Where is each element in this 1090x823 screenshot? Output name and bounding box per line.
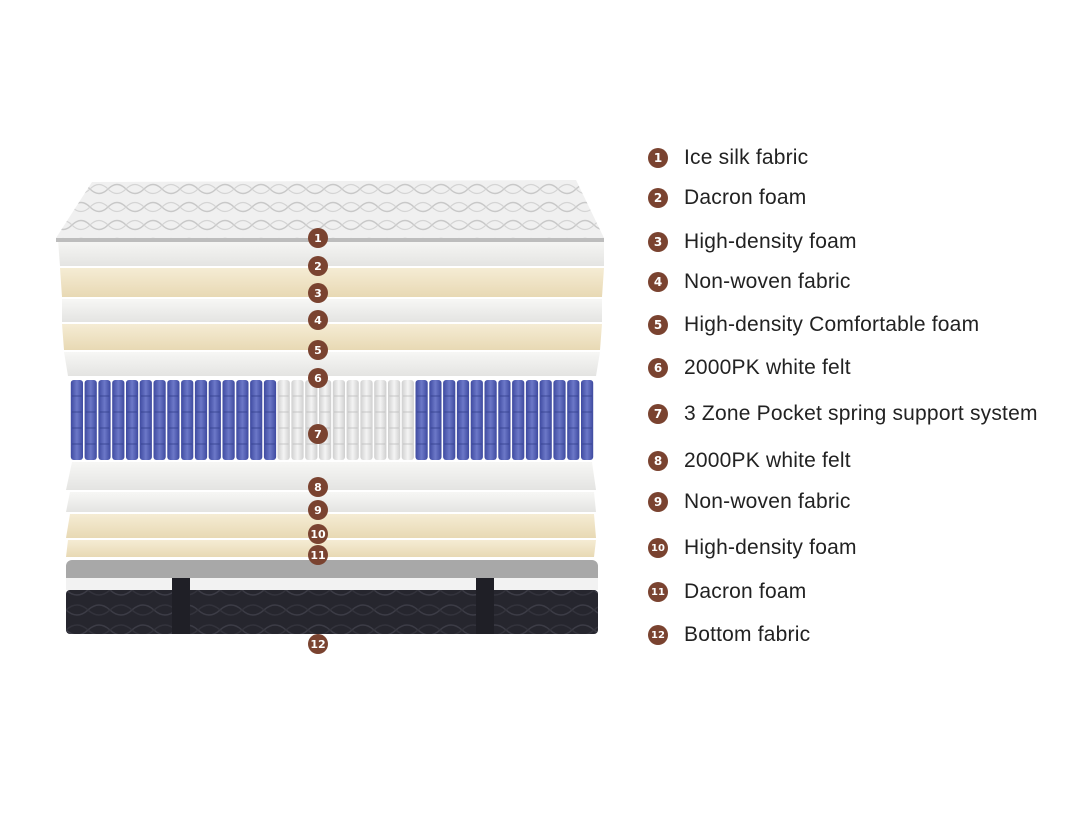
marker-3: 3 [308, 283, 328, 303]
layer-label: High-density Comfortable foam [684, 313, 980, 336]
layer-4-non-woven-fabric [62, 299, 602, 322]
legend-item-9: 9 Non-woven fabric [648, 488, 851, 516]
marker-11: 11 [308, 545, 328, 565]
layer-label: Bottom fabric [684, 623, 811, 646]
marker-4: 4 [308, 310, 328, 330]
marker-6: 6 [308, 368, 328, 388]
layer-11-dacron-foam [66, 540, 596, 557]
layer-1-ice-silk-fabric [56, 180, 604, 242]
layer-label: Non-woven fabric [684, 490, 851, 513]
svg-text:5: 5 [314, 344, 322, 357]
marker-12: 12 [308, 634, 328, 654]
svg-text:10: 10 [310, 528, 326, 541]
svg-text:4: 4 [314, 314, 322, 327]
layer-number-badge: 2 [648, 188, 668, 208]
layer-7-pocket-springs [70, 380, 594, 460]
layer-2-dacron-foam [58, 240, 604, 266]
marker-8: 8 [308, 477, 328, 497]
svg-text:2: 2 [314, 260, 322, 273]
layer-5-comfortable-foam [62, 324, 602, 350]
layer-label: Dacron foam [684, 580, 807, 603]
legend-item-1: 1 Ice silk fabric [648, 144, 808, 172]
layer-6-white-felt [64, 352, 600, 376]
layer-10-high-density-foam [66, 514, 596, 538]
legend-item-8: 8 2000PK white felt [648, 447, 851, 475]
layer-number-badge: 10 [648, 538, 668, 558]
layer-number-badge: 3 [648, 232, 668, 252]
marker-1: 1 [308, 228, 328, 248]
marker-2: 2 [308, 256, 328, 276]
legend-item-7: 7 3 Zone Pocket spring support system [648, 400, 1038, 428]
marker-10: 10 [308, 524, 328, 544]
svg-text:7: 7 [314, 428, 322, 441]
layer-number-badge: 9 [648, 492, 668, 512]
layer-number-badge: 11 [648, 582, 668, 602]
svg-text:9: 9 [314, 504, 322, 517]
layer-9-non-woven-fabric [66, 492, 596, 512]
legend-item-5: 5 High-density Comfortable foam [648, 311, 979, 339]
legend-item-4: 4 Non-woven fabric [648, 268, 851, 296]
layer-number-badge: 8 [648, 451, 668, 471]
layer-label: Dacron foam [684, 186, 807, 209]
layer-3-high-density-foam [60, 268, 604, 297]
legend-item-6: 6 2000PK white felt [648, 354, 851, 382]
layer-label: Non-woven fabric [684, 270, 851, 293]
svg-text:8: 8 [314, 481, 322, 494]
layer-label: 2000PK white felt [684, 356, 851, 379]
layer-label: High-density foam [684, 230, 857, 253]
layer-number-badge: 5 [648, 315, 668, 335]
svg-text:3: 3 [314, 287, 322, 300]
layer-12-bottom-fabric [66, 560, 598, 634]
svg-text:6: 6 [314, 372, 322, 385]
layer-label: 3 Zone Pocket spring support system [684, 402, 1038, 425]
marker-7: 7 [308, 424, 328, 444]
layer-number-badge: 1 [648, 148, 668, 168]
layer-number-badge: 12 [648, 625, 668, 645]
legend-item-12: 12 Bottom fabric [648, 621, 810, 649]
svg-text:12: 12 [310, 638, 325, 651]
legend-item-2: 2 Dacron foam [648, 184, 806, 212]
layer-8-white-felt [66, 462, 596, 490]
layer-number-badge: 6 [648, 358, 668, 378]
layer-label: 2000PK white felt [684, 449, 851, 472]
svg-text:11: 11 [310, 549, 325, 562]
legend-item-10: 10 High-density foam [648, 534, 857, 562]
layer-number-badge: 4 [648, 272, 668, 292]
layer-label: High-density foam [684, 536, 857, 559]
layer-label: Ice silk fabric [684, 146, 809, 169]
legend-item-11: 11 Dacron foam [648, 578, 806, 606]
legend-item-3: 3 High-density foam [648, 228, 857, 256]
svg-text:1: 1 [314, 232, 322, 245]
marker-9: 9 [308, 500, 328, 520]
marker-5: 5 [308, 340, 328, 360]
layer-number-badge: 7 [648, 404, 668, 424]
